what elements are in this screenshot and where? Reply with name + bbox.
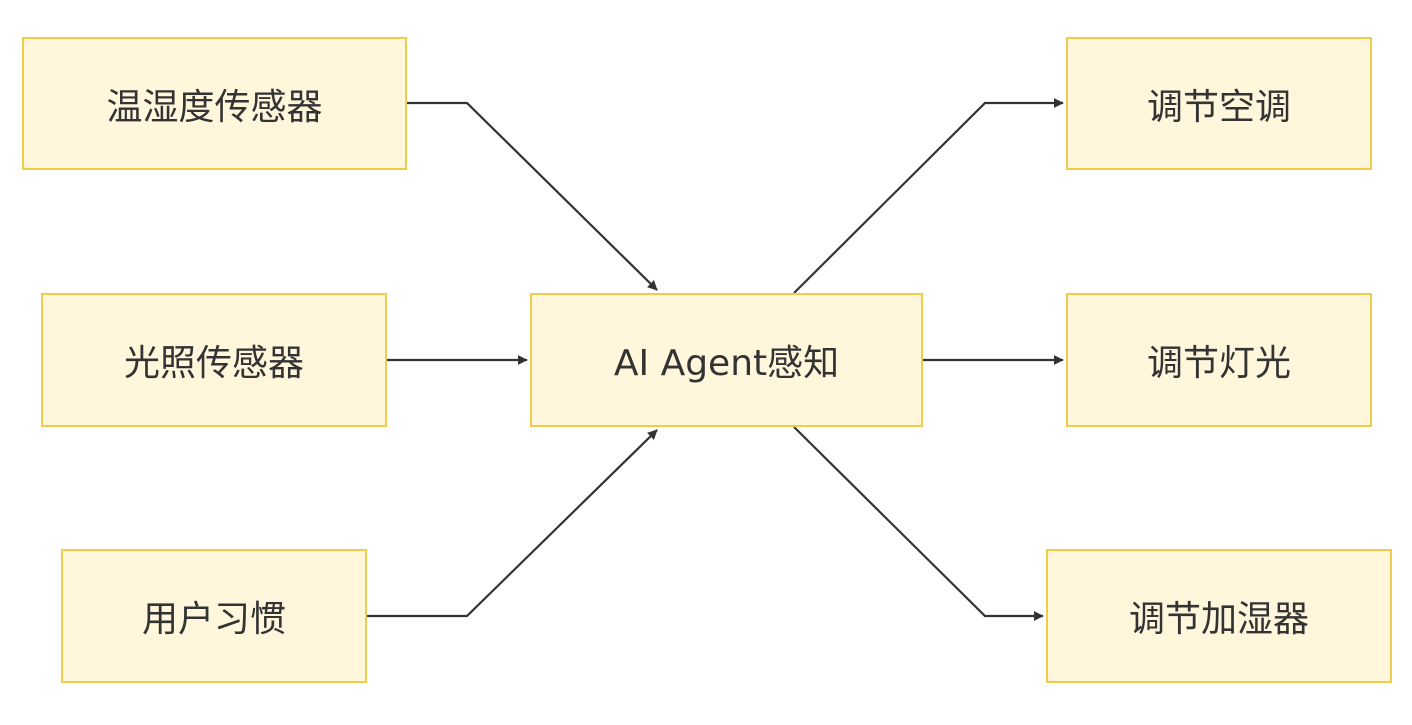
node-adjust-humidifier: 调节加湿器 [1046,549,1392,683]
node-ai-agent: AI Agent感知 [530,293,923,427]
node-user-habit: 用户习惯 [61,549,367,683]
node-label: 光照传感器 [123,343,304,384]
node-label: 调节加湿器 [1128,599,1309,640]
edge-agent-to-humidifier [793,426,1044,621]
node-label: 温湿度传感器 [106,86,323,128]
node-label: 调节空调 [1146,86,1291,128]
node-label: AI Agent感知 [613,343,840,384]
edge-temp-to-agent [407,101,658,291]
node-label: 用户习惯 [141,599,286,640]
node-adjust-ac: 调节空调 [1066,37,1372,170]
edge-agent-to-ac [793,98,1064,294]
node-light-sensor: 光照传感器 [41,293,387,427]
node-temp-humidity-sensor: 温湿度传感器 [22,37,407,170]
node-adjust-light: 调节灯光 [1066,293,1372,427]
node-label: 调节灯光 [1146,343,1291,384]
edge-habit-to-agent [367,429,658,618]
